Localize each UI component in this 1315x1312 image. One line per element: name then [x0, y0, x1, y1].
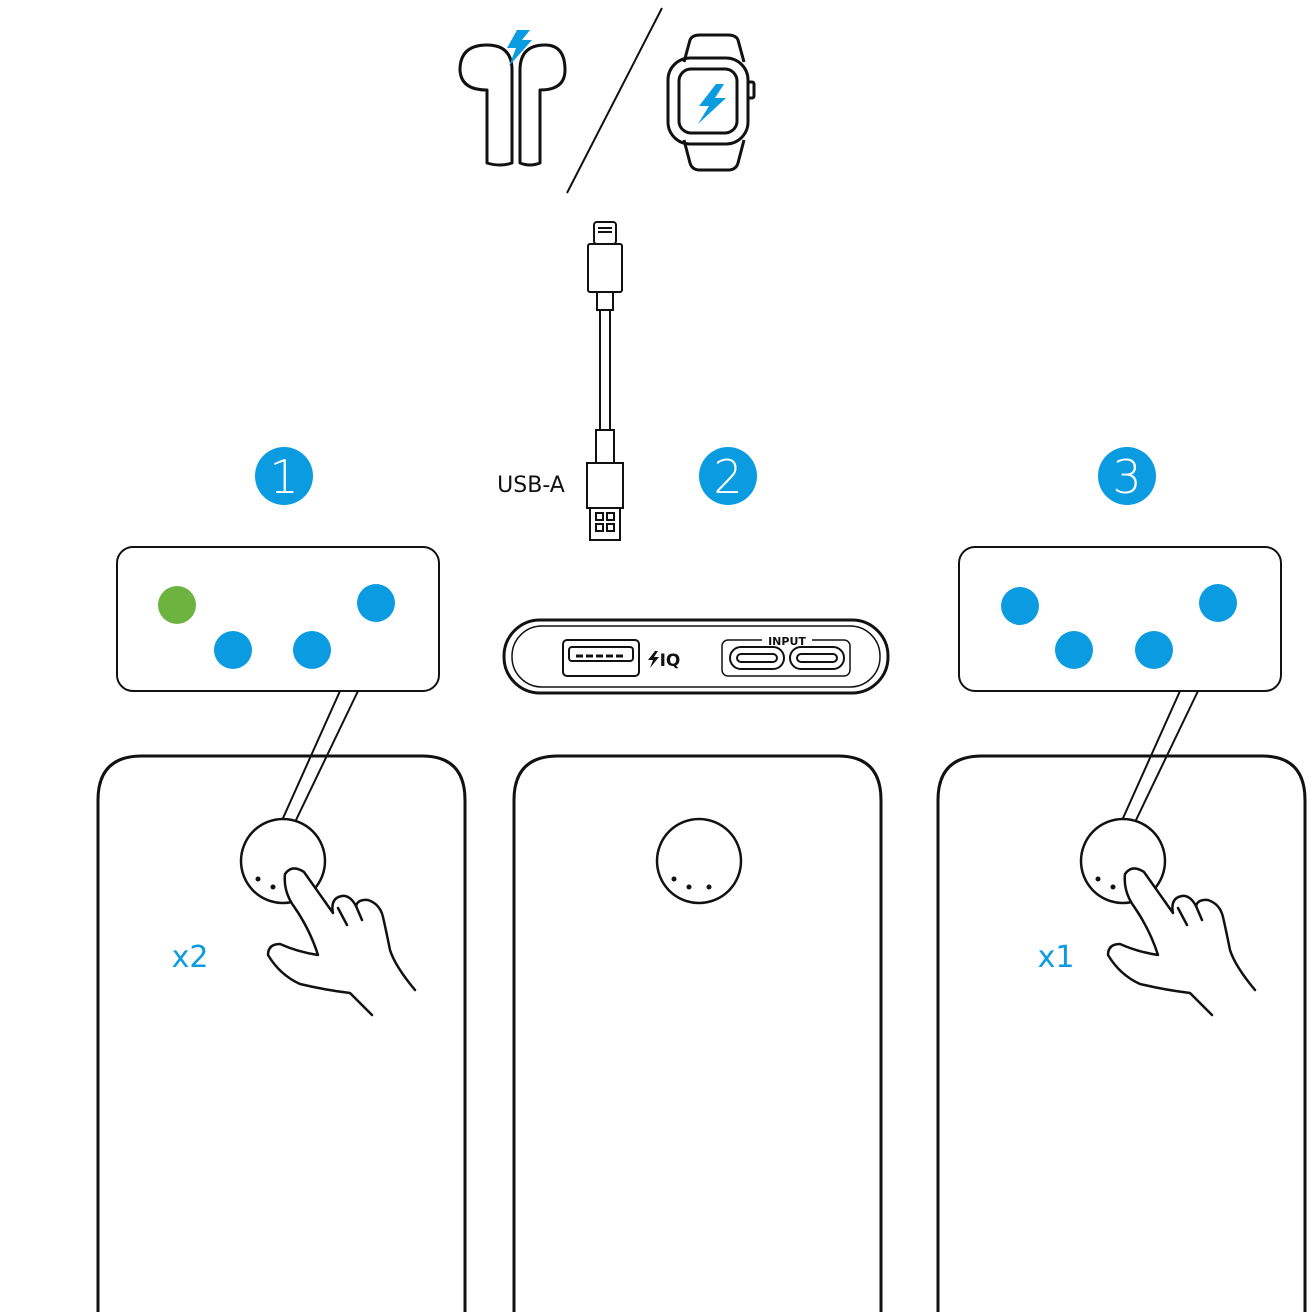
- led-indicator: [214, 631, 252, 669]
- usb-c-port: [729, 646, 785, 670]
- input-ports: INPUT: [721, 634, 851, 677]
- power-bank-body-1: [96, 754, 467, 1312]
- smartwatch-charging-icon: [666, 33, 756, 172]
- lightning-cable-icon: [586, 221, 624, 541]
- led-callout-1: [116, 546, 440, 692]
- usb-c-port: [789, 646, 845, 670]
- led-callout-3: [958, 546, 1282, 692]
- press-count-1: x2: [172, 940, 209, 975]
- led-indicator: [158, 586, 196, 624]
- boost-bolt-icon: [648, 651, 659, 668]
- usb-a-port: [562, 639, 640, 677]
- led-indicator: [1199, 584, 1237, 622]
- power-bank-body-3: [936, 754, 1307, 1312]
- pointing-hand-icon: [1106, 867, 1257, 1017]
- lightning-bolt-icon: [698, 84, 726, 124]
- led-indicator: [293, 631, 331, 669]
- power-bank-top-view: IQ INPUT: [502, 618, 890, 695]
- boost-label: IQ: [660, 651, 681, 671]
- input-label: INPUT: [768, 635, 806, 648]
- power-bank-body-2: [512, 754, 883, 1312]
- step-number: 1: [269, 450, 298, 504]
- press-count-3: x1: [1038, 940, 1075, 975]
- step-badge-2: 2: [699, 447, 757, 505]
- earbuds-charging-icon: [458, 30, 567, 167]
- step-badge-3: 3: [1098, 447, 1156, 505]
- led-indicator: [357, 584, 395, 622]
- power-button: [655, 817, 743, 905]
- step-number: 2: [713, 450, 742, 504]
- step-number: 3: [1112, 450, 1141, 504]
- divider-slash: [566, 7, 663, 194]
- lightning-bolt-icon: [507, 30, 532, 66]
- step-badge-1: 1: [255, 447, 313, 505]
- led-indicator: [1055, 631, 1093, 669]
- pointing-hand-icon: [266, 867, 417, 1017]
- connector-label: USB-A: [497, 473, 565, 498]
- led-indicator: [1135, 631, 1173, 669]
- led-indicator: [1001, 587, 1039, 625]
